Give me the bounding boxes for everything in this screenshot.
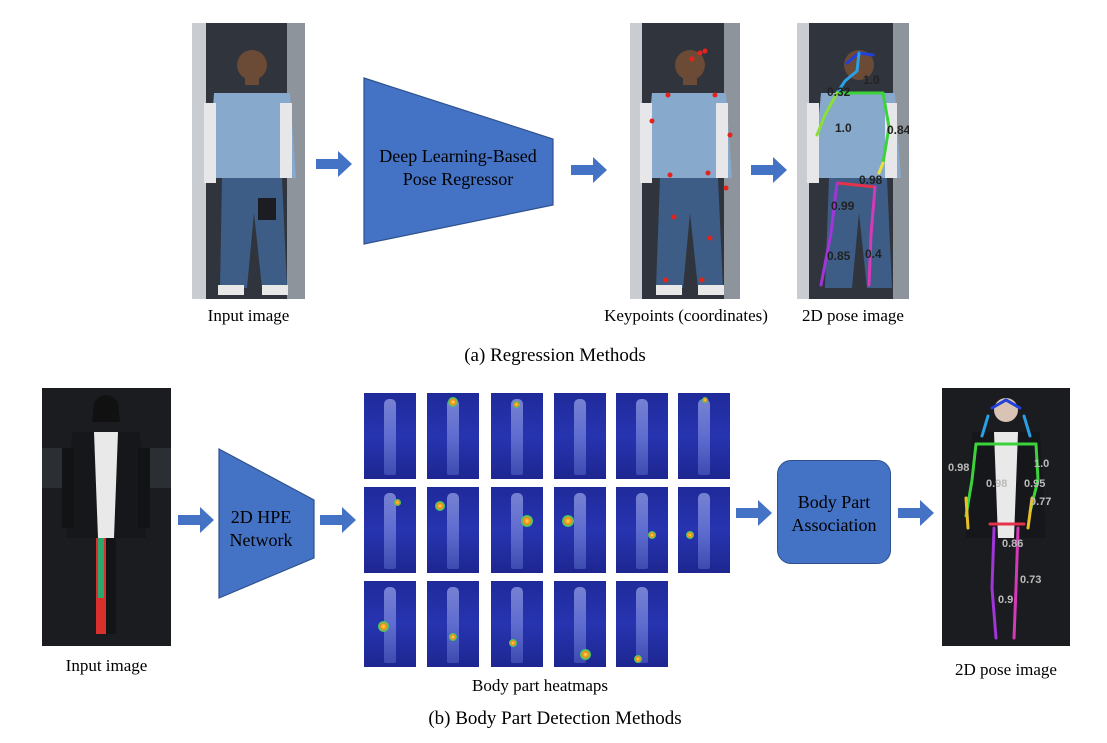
detection-pose-score: 0.73	[1020, 574, 1042, 586]
detection-pose-figure	[942, 388, 1070, 646]
heatmap-tile	[427, 487, 479, 573]
arrow-right-icon	[320, 507, 356, 533]
regression-input-photo	[192, 23, 305, 299]
regression-pose-score: 0.84	[887, 123, 909, 137]
heatmap-tile	[427, 393, 479, 479]
regression-pose-score: 1.0	[863, 73, 880, 87]
heatmap-tile	[364, 393, 416, 479]
detection-pose-score: 0.95	[1024, 478, 1046, 490]
regression-input-figure	[192, 23, 305, 299]
detection-input-figure	[42, 388, 171, 646]
heatmap-tile	[678, 393, 730, 479]
body-part-association-label: Body Part Association	[791, 492, 877, 535]
regression-pose-label: 2D pose image	[802, 306, 904, 325]
heatmap-tile	[554, 393, 606, 479]
hpe-network-label: 2D HPE Network	[229, 507, 293, 550]
detection-pose-score: 0.98	[986, 478, 1008, 490]
regression-pose-score: 0.85	[827, 249, 851, 263]
heatmap-tile	[427, 581, 479, 667]
regression-input-label: Input image	[207, 306, 290, 325]
heatmap-tile	[491, 393, 543, 479]
regression-pose-score: 0.4	[865, 247, 882, 261]
keypoints-figure	[630, 23, 740, 299]
hpe-network-block	[218, 448, 315, 599]
arrow-right-icon	[736, 500, 772, 526]
regression-pose-figure	[797, 23, 909, 299]
body-part-association-block: Body Part Association	[777, 460, 891, 564]
detection-caption: (b) Body Part Detection Methods	[428, 708, 682, 729]
keypoints-label: Keypoints (coordinates)	[604, 306, 768, 325]
heatmap-tile	[616, 487, 668, 573]
pose-regressor-label: Deep Learning-Based Pose Regressor	[379, 146, 537, 189]
detection-input-photo	[42, 388, 171, 646]
heatmap-tile	[616, 581, 668, 667]
pose-regressor-block	[363, 77, 554, 245]
regression-pose-score: 0.99	[831, 199, 855, 213]
keypoints-photo	[630, 23, 740, 299]
heatmap-tile	[364, 487, 416, 573]
heatmap-tile	[554, 581, 606, 667]
regression-pose-score: 1.0	[835, 121, 852, 135]
detection-pose-score: 0.86	[1002, 538, 1024, 550]
regression-pose-score: 0.32	[827, 85, 851, 99]
detection-pose-label: 2D pose image	[955, 660, 1057, 679]
arrow-right-icon	[571, 157, 607, 183]
arrow-right-icon	[898, 500, 934, 526]
arrow-right-icon	[316, 151, 352, 177]
detection-pose-score: 0.9	[998, 594, 1014, 606]
heatmap-tile	[678, 487, 730, 573]
detection-pose-photo: 0.98 0.98 1.0 0.95 0.77 0.86 0.73 0.9	[942, 388, 1070, 646]
arrow-right-icon	[751, 157, 787, 183]
detection-pose-score: 1.0	[1034, 458, 1050, 470]
regression-pose-score: 0.98	[859, 173, 883, 187]
heatmap-tile	[616, 393, 668, 479]
heatmap-tile	[491, 581, 543, 667]
heatmap-tile	[554, 487, 606, 573]
heatmap-tile	[491, 487, 543, 573]
detection-input-label: Input image	[65, 656, 148, 675]
detection-pose-score: 0.77	[1030, 496, 1052, 508]
heatmap-tile	[364, 581, 416, 667]
heatmaps-label: Body part heatmaps	[472, 676, 608, 695]
regression-pose-photo: 0.32 1.0 1.0 0.84 0.98 0.99 0.85 0.4	[797, 23, 909, 299]
regression-caption: (a) Regression Methods	[464, 345, 646, 366]
detection-pose-score: 0.98	[948, 462, 970, 474]
arrow-right-icon	[178, 507, 214, 533]
